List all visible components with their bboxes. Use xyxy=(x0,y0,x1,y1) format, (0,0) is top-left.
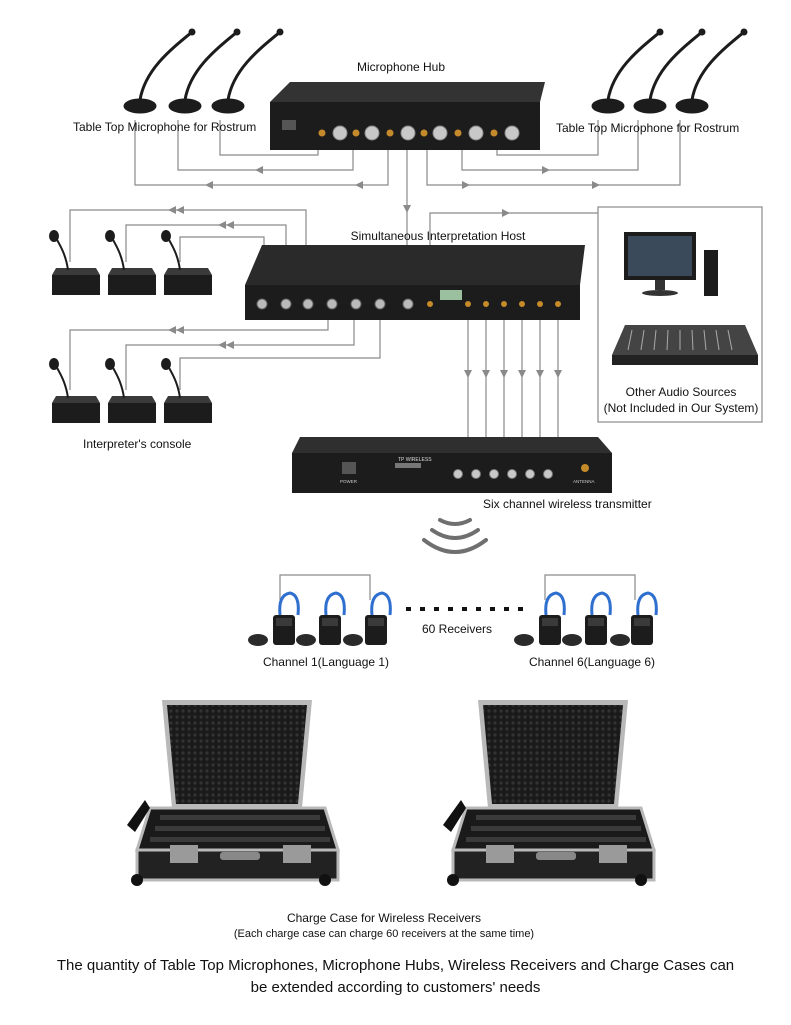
rostrum-mic-icon xyxy=(211,28,284,114)
interpreter-console-icon xyxy=(49,358,100,423)
interpretation-host-device xyxy=(245,245,585,320)
receivers-group-left xyxy=(248,591,392,646)
computer-monitor-icon xyxy=(624,232,718,296)
wireless-transmitter-device: TP WIRELESS POWER ANTENNA xyxy=(292,437,612,493)
charge-case-note: (Each charge case can charge 60 receiver… xyxy=(233,928,535,940)
transmitter-power-label: POWER xyxy=(340,479,358,484)
interpreter-console-icon xyxy=(105,358,156,423)
transmitter-label: Six channel wireless transmitter xyxy=(483,497,652,511)
rostrum-mics-left xyxy=(123,28,284,114)
other-sources-label: Other Audio Sources xyxy=(625,385,737,399)
interpreters-console-label: Interpreter's console xyxy=(83,437,192,451)
connection-lines xyxy=(69,120,763,600)
charge-case-left xyxy=(127,700,341,886)
other-sources-note: (Not Included in Our System) xyxy=(603,401,759,415)
receiver-icon xyxy=(631,591,658,645)
earphone-icon xyxy=(248,634,363,646)
interpreter-console-icon xyxy=(105,230,156,295)
receiver-icon xyxy=(365,591,392,645)
receivers-group-right xyxy=(514,591,658,646)
receiver-icon xyxy=(273,591,300,645)
rostrum-mic-icon xyxy=(633,28,706,114)
receiver-icon xyxy=(585,591,612,645)
rostrum-mic-right-label: Table Top Microphone for Rostrum xyxy=(556,121,740,135)
ellipsis-dots xyxy=(406,607,523,611)
receiver-icon xyxy=(319,591,346,645)
transmitter-antenna-label: ANTENNA xyxy=(573,479,595,484)
microphone-hub-device xyxy=(270,82,545,150)
footer-line-2: be extended according to customers' need… xyxy=(250,979,541,996)
receivers-label: 60 Receivers xyxy=(421,622,493,636)
receiver-icon xyxy=(539,591,566,645)
mixing-console-icon xyxy=(612,325,758,365)
channel-1-label: Channel 1(Language 1) xyxy=(262,655,390,669)
channel-6-label: Channel 6(Language 6) xyxy=(528,655,656,669)
rostrum-mic-icon xyxy=(675,28,748,114)
rostrum-mic-icon xyxy=(591,28,664,114)
interpreter-console-icon xyxy=(161,230,212,295)
arrow-heads xyxy=(168,166,600,378)
charge-case-label: Charge Case for Wireless Receivers xyxy=(286,911,482,925)
rostrum-mic-icon xyxy=(123,28,196,114)
charge-case-right xyxy=(443,700,657,886)
rostrum-mic-icon xyxy=(168,28,241,114)
microphone-hub-label: Microphone Hub xyxy=(356,60,446,74)
rostrum-mics-right xyxy=(591,28,748,114)
footer-line-1: The quantity of Table Top Microphones, M… xyxy=(56,957,735,974)
interpreter-console-icon xyxy=(161,358,212,423)
interpretation-host-label: Simultaneous Interpretation Host xyxy=(350,229,526,243)
interpreter-console-icon xyxy=(49,230,100,295)
transmitter-brand: TP WIRELESS xyxy=(398,457,432,463)
interpreter-consoles-top xyxy=(49,230,212,295)
wireless-signal-icon xyxy=(422,518,488,554)
earphone-icon xyxy=(514,634,630,646)
rostrum-mic-left-label: Table Top Microphone for Rostrum xyxy=(73,120,257,134)
interpreter-consoles-bottom xyxy=(49,358,212,423)
